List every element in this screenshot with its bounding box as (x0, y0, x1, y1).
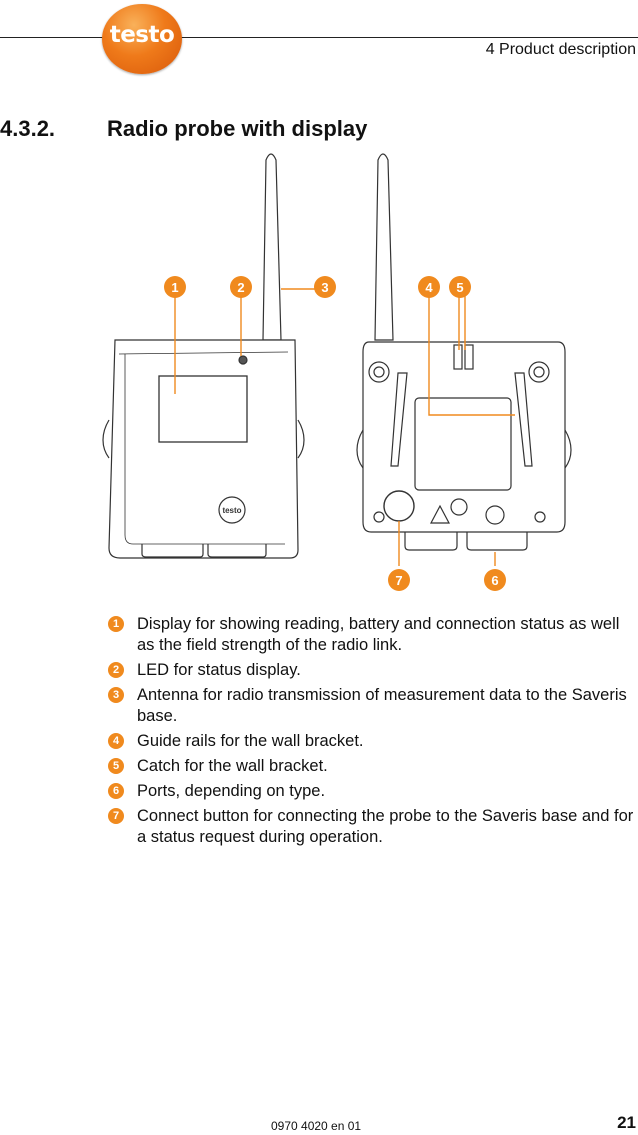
heading-number: 4.3.2. (0, 116, 56, 141)
callout-7-label: 7 (395, 573, 402, 588)
list-item: 1 Display for showing reading, battery a… (108, 614, 638, 656)
list-item: 3 Antenna for radio transmission of meas… (108, 685, 638, 727)
list-item: 7 Connect button for connecting the prob… (108, 806, 638, 848)
section-label: 4 Product description (485, 41, 636, 58)
callout-2-label: 2 (237, 280, 244, 295)
callout-3: 3 (314, 276, 336, 298)
legend-number: 1 (108, 616, 124, 632)
front-port-right (207, 544, 267, 558)
front-led (238, 355, 248, 365)
callout-5: 5 (449, 276, 471, 298)
list-item: 6 Ports, depending on type. (108, 781, 638, 802)
logo-text: testo (109, 22, 175, 48)
legend-number: 4 (108, 733, 124, 749)
front-port-left (141, 544, 204, 558)
document-code: 0970 4020 en 01 (271, 1119, 362, 1133)
legend-number: 6 (108, 783, 124, 799)
header-line-left (0, 37, 110, 38)
callout-6: 6 (484, 569, 506, 591)
warning-symbol (430, 504, 450, 524)
legend-text: Guide rails for the wall bracket. (137, 732, 364, 750)
back-screw-top-right (528, 361, 550, 383)
testo-logo: testo (102, 4, 182, 74)
legend-number: 5 (108, 758, 124, 774)
legend-text: Display for showing reading, battery and… (137, 615, 620, 654)
guide-rail-left (390, 372, 408, 467)
guide-rail-right (514, 372, 533, 467)
callout-5-label: 5 (456, 280, 463, 295)
back-port-right (466, 532, 528, 551)
legend-text: Antenna for radio transmission of measur… (137, 686, 627, 725)
wall-catch (453, 344, 463, 370)
list-item: 2 LED for status display. (108, 660, 638, 681)
list-item: 5 Catch for the wall bracket. (108, 756, 638, 777)
callout-4-label: 4 (425, 280, 433, 295)
back-antenna (374, 153, 394, 341)
callout-6-label: 6 (491, 573, 498, 588)
legend-text: Connect button for connecting the probe … (137, 807, 634, 846)
legend-number: 7 (108, 808, 124, 824)
legend-number: 3 (108, 687, 124, 703)
front-antenna (262, 153, 282, 341)
legend-number: 2 (108, 662, 124, 678)
callout-1: 1 (164, 276, 186, 298)
callout-4: 4 (418, 276, 440, 298)
front-logo-badge (218, 496, 246, 524)
back-port-left (404, 532, 458, 551)
callout-7: 7 (388, 569, 410, 591)
callout-3-label: 3 (321, 280, 328, 295)
back-body (362, 341, 566, 533)
callout-1-label: 1 (171, 280, 178, 295)
legend-list: 1 Display for showing reading, battery a… (108, 614, 638, 852)
back-label-area (414, 397, 512, 491)
back-screw-top-left (368, 361, 390, 383)
front-display (158, 375, 248, 443)
list-item: 4 Guide rails for the wall bracket. (108, 731, 638, 752)
legend-text: Ports, depending on type. (137, 782, 326, 800)
callout-2: 2 (230, 276, 252, 298)
device-logo-text: testo (222, 506, 241, 515)
front-body (108, 339, 299, 559)
legend-text: Catch for the wall bracket. (137, 757, 328, 775)
page-number: 21 (617, 1113, 636, 1132)
legend-text: LED for status display. (137, 661, 301, 679)
header-line-right (178, 37, 638, 38)
probe-illustration: 1 2 3 4 5 6 7 testo (102, 153, 572, 591)
page-title: Radio probe with display (107, 116, 368, 141)
